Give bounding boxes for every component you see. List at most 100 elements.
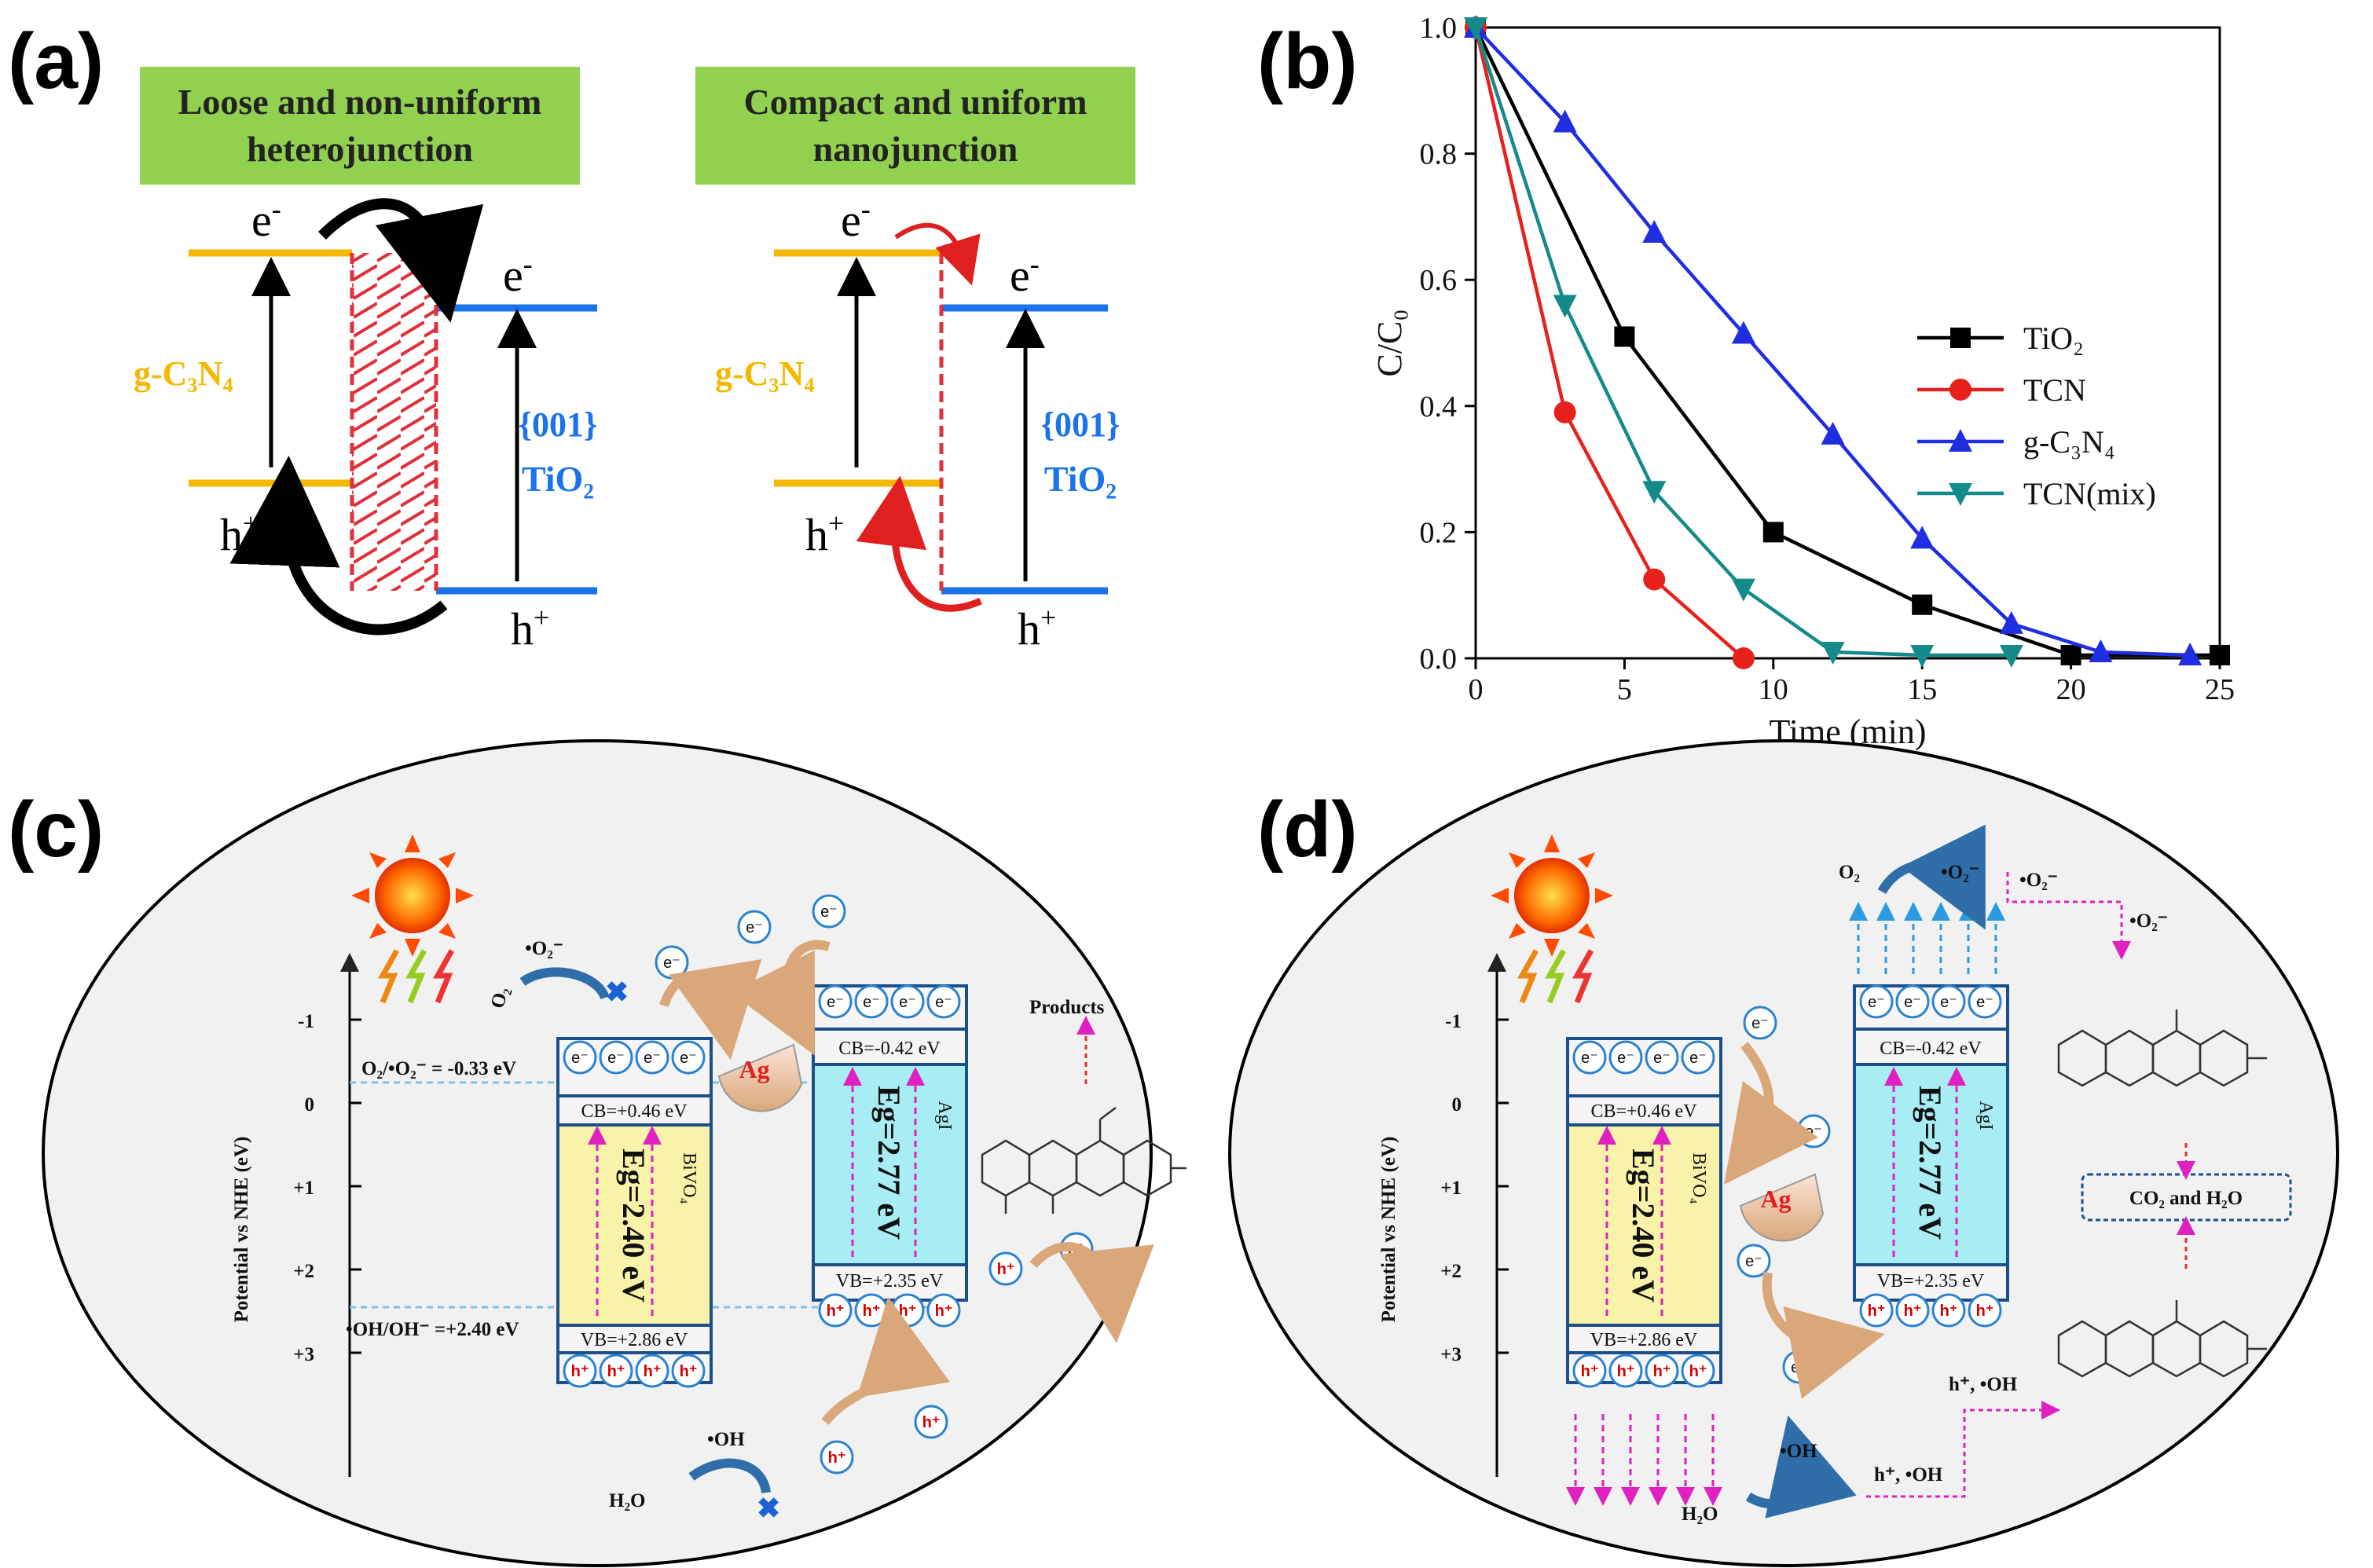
panel-label-b: (b) xyxy=(1257,17,1358,105)
electron-carrier: e⁻ xyxy=(671,1040,706,1075)
electron-carrier: e⁻ xyxy=(1737,1244,1771,1278)
data-point xyxy=(1821,421,1845,445)
header-line2: heterojunction xyxy=(247,129,473,169)
header-line2: nanojunction xyxy=(813,129,1018,169)
data-point xyxy=(2060,644,2081,665)
electron-carrier: e⁻ xyxy=(635,1040,669,1075)
h2o-label: H₂O xyxy=(609,1490,645,1511)
svg-text:h+: h+ xyxy=(1018,602,1056,654)
agi-cb: CB=-0.42 eV xyxy=(838,1039,941,1059)
tio2-label: TiO₂ xyxy=(1044,459,1117,499)
series-TCN xyxy=(1465,16,1755,669)
bivo4-name: BiVO₄ xyxy=(679,1152,699,1204)
hole-carrier: h⁺ xyxy=(1681,1354,1715,1388)
bivo4-eg: Eg=2.40 eV xyxy=(616,1149,651,1302)
hole-carrier: h⁺ xyxy=(854,1293,889,1328)
legend-label: TiO₂ xyxy=(2023,321,2084,356)
electron-carrier: e⁻ xyxy=(854,984,889,1019)
panel-d: (d) Potential vs NHE (eV) -1 0 +1 +2 +3 xyxy=(1228,739,2339,1567)
data-point xyxy=(1642,219,1667,243)
panel-c: (c) Potential vs NHE (eV) -1 0 +1 +2 +3 xyxy=(8,739,1186,1567)
legend-marker xyxy=(1949,483,1972,506)
panel-a: (a) Loose and non-uniform heterojunction… xyxy=(8,17,1135,654)
y-axis-label: Potential vs NHE (eV) xyxy=(1378,1137,1399,1323)
bivo4-eg: Eg=2.40 eV xyxy=(1626,1149,1661,1302)
electron-carrier: e⁻ xyxy=(1782,1350,1817,1384)
svg-text:e⁻: e⁻ xyxy=(863,994,880,1011)
o2-radical: •O₂⁻ xyxy=(525,938,563,959)
y-tick: -1 xyxy=(298,1011,314,1032)
legend-marker xyxy=(1949,379,1971,401)
ag-particle xyxy=(717,1043,803,1112)
svg-text:e⁻: e⁻ xyxy=(827,994,844,1011)
y-tick-label: 0.8 xyxy=(1420,138,1458,171)
o2-reduction-arrow xyxy=(1877,824,1986,930)
series-line xyxy=(1473,27,1745,660)
svg-text:h+: h+ xyxy=(511,602,549,654)
hole-flow-arrow xyxy=(821,1296,951,1425)
tetracycline-molecule xyxy=(2057,1300,2267,1378)
hole-carrier: h⁺ xyxy=(890,1293,925,1328)
electron-carrier: e⁻ xyxy=(599,1040,633,1075)
electron-carrier: e⁻ xyxy=(1968,984,2002,1019)
svg-text:h+: h+ xyxy=(805,507,844,560)
oh-oxidation-arrow xyxy=(688,1458,771,1494)
series-TiO₂ xyxy=(1465,17,2230,665)
agi-vb: VB=+2.35 eV xyxy=(1877,1271,1985,1291)
electron-transfer-arrow xyxy=(894,222,981,286)
plot-frame xyxy=(1474,26,2221,660)
svg-text:h⁺: h⁺ xyxy=(997,1261,1015,1278)
data-point xyxy=(1910,526,1935,549)
series-g-C₃N₄ xyxy=(1464,15,2202,665)
data-point xyxy=(2210,644,2230,665)
legend-label: g-C₃N₄ xyxy=(2023,424,2115,460)
data-point xyxy=(1999,644,2023,668)
electron-carrier: e⁻ xyxy=(1681,1040,1715,1075)
svg-text:e⁻: e⁻ xyxy=(1751,1015,1769,1032)
oh-level-label: •OH/OH⁻ =+2.40 eV xyxy=(346,1319,519,1340)
svg-text:e⁻: e⁻ xyxy=(899,994,916,1011)
electron-carrier: e⁻ xyxy=(1859,984,1894,1019)
svg-text:h⁺: h⁺ xyxy=(899,1302,917,1320)
svg-text:e⁻: e⁻ xyxy=(1689,1050,1707,1067)
hole-flow-arrow xyxy=(1029,1242,1154,1343)
hole-carrier: h⁺ xyxy=(926,1293,961,1328)
agi-eg: Eg=2.77 eV xyxy=(871,1086,907,1240)
h-label-2: h xyxy=(511,603,534,654)
o2-reduction-arrow xyxy=(519,967,610,1000)
svg-text:e⁻: e⁻ xyxy=(1868,994,1885,1011)
facet-label: {001} xyxy=(519,405,598,444)
electron-flow-arrow xyxy=(730,940,831,1056)
svg-text:e-: e- xyxy=(841,193,871,246)
svg-text:h⁺: h⁺ xyxy=(607,1363,625,1380)
hole-carrier: h⁺ xyxy=(1608,1354,1643,1388)
svg-text:e⁻: e⁻ xyxy=(663,954,680,972)
svg-text:h⁺: h⁺ xyxy=(827,1302,845,1320)
ag-particle xyxy=(1739,1173,1825,1242)
series-line xyxy=(1473,27,2220,658)
svg-text:e⁻: e⁻ xyxy=(746,919,763,936)
data-point xyxy=(1999,610,2023,634)
data-point xyxy=(1614,326,1635,347)
svg-text:h⁺: h⁺ xyxy=(1904,1302,1922,1320)
data-point xyxy=(1553,295,1577,318)
data-point xyxy=(1762,522,1784,543)
gcn-label: g-C₃N₄ xyxy=(715,354,815,393)
tetracycline-molecule xyxy=(981,1107,1186,1214)
header-line1: Loose and non-uniform xyxy=(178,82,542,122)
svg-text:h⁺: h⁺ xyxy=(935,1302,953,1320)
h2o-label: H₂O xyxy=(1682,1504,1718,1525)
data-point xyxy=(1464,17,1487,40)
data-point xyxy=(2089,639,2113,662)
svg-text:h⁺: h⁺ xyxy=(1689,1363,1707,1380)
products-label: Products xyxy=(1029,997,1105,1018)
y-tick: +1 xyxy=(1440,1178,1462,1199)
co2-label: CO₂ and H₂O xyxy=(2129,1188,2243,1209)
y-tick: +2 xyxy=(1440,1261,1462,1282)
svg-text:h⁺: h⁺ xyxy=(1617,1363,1635,1380)
data-point xyxy=(1912,594,1933,615)
legend-marker xyxy=(1950,328,1971,348)
electron-carrier: e⁻ xyxy=(1645,1040,1679,1075)
